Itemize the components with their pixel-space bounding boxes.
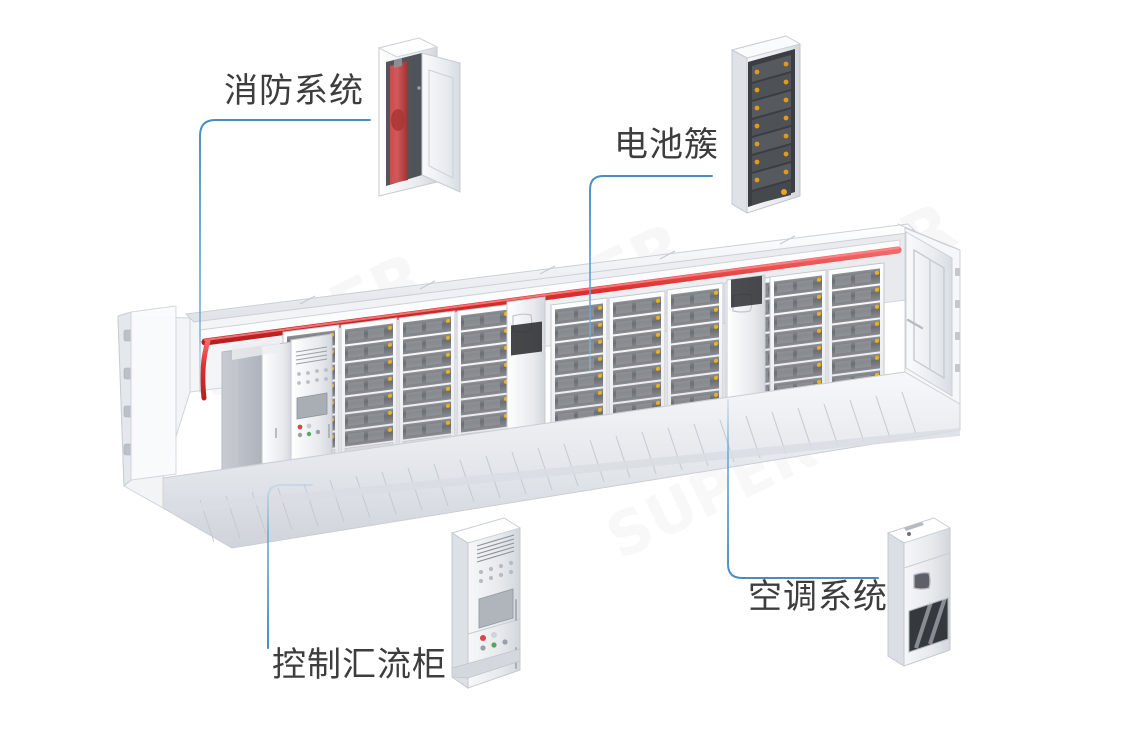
- fire-suppression-cabinet-image: [377, 37, 461, 197]
- interior-control-cabinet: [228, 333, 333, 482]
- cabinet-lcd-display: [478, 588, 514, 629]
- cabinet-button-red: [480, 635, 486, 641]
- container-right-corner-casting: [897, 223, 961, 251]
- container-bottom-rail: [168, 428, 960, 514]
- leader-line-fire-system: [199, 119, 371, 393]
- leader-line-battery-cluster: [589, 175, 713, 373]
- callout-label-fire-system: 消防系统: [224, 71, 364, 111]
- callout-leader-lines: [199, 119, 879, 649]
- cabinet-lcd-display: [296, 392, 328, 420]
- control-combiner-cabinet-image: [450, 517, 522, 689]
- fire-pipe-highlight: [204, 247, 899, 341]
- hvac-display-window-icon: [913, 572, 931, 590]
- cabinet-louvers-icon: [476, 534, 515, 563]
- hvac-top-vent: [904, 522, 924, 531]
- battery-rack: [398, 310, 456, 449]
- container-rear-door[interactable]: [904, 227, 961, 405]
- callout-label-battery-cluster: 电池簇: [614, 125, 719, 165]
- hvac-grille: [511, 321, 542, 356]
- roof-cross-members: [299, 235, 796, 305]
- fire-suppression-pipe: [201, 246, 902, 346]
- interior-air-conditioner-2: [726, 274, 766, 428]
- interior-air-conditioner: [506, 296, 546, 448]
- hvac-grille-2: [731, 275, 762, 308]
- battery-rack: [550, 297, 608, 436]
- callout-label-control-combiner-cabinet: 控制汇流柜: [272, 645, 447, 685]
- cabinet-lock-icon: [417, 86, 421, 90]
- container-left-door-leaf[interactable]: [130, 305, 177, 481]
- door-handle-icon: [906, 318, 924, 330]
- leader-line-air-conditioning: [727, 399, 879, 579]
- cabinet-louvers-icon: [295, 346, 328, 365]
- cabinet-indicator-lamps: [478, 560, 514, 584]
- cabinet-indicator-lamps: [297, 368, 328, 385]
- cabinet-button-red: [297, 424, 303, 430]
- callout-label-air-conditioning-system: 空调系统: [748, 577, 888, 617]
- battery-rack: [340, 317, 398, 456]
- battery-cluster-rack-image: [730, 35, 802, 214]
- battery-rack: [456, 303, 514, 442]
- energy-storage-container: [117, 223, 962, 549]
- fire-pipe-riser: [200, 338, 211, 401]
- air-conditioner-unit-image: [886, 517, 952, 667]
- battery-modules: [752, 55, 791, 205]
- leader-line-control-cabinet: [267, 484, 313, 649]
